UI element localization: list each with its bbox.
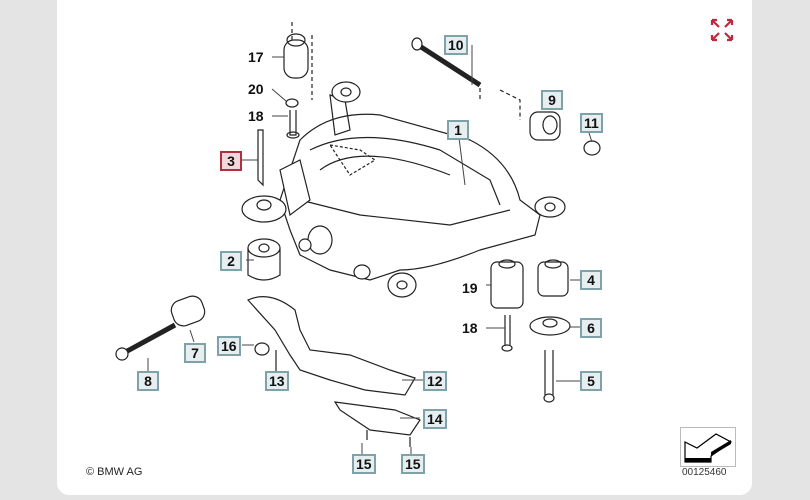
callout-20[interactable]: 20: [248, 81, 264, 97]
callout-16[interactable]: 16: [217, 336, 241, 356]
callout-17[interactable]: 17: [248, 49, 264, 65]
callout-14[interactable]: 14: [423, 409, 447, 429]
callout-7[interactable]: 7: [184, 343, 206, 363]
callout-3-highlighted[interactable]: 3: [220, 151, 242, 171]
lower-left-parts: [115, 295, 421, 447]
callout-5[interactable]: 5: [580, 371, 602, 391]
callout-4[interactable]: 4: [580, 270, 602, 290]
callout-9[interactable]: 9: [541, 90, 563, 110]
callout-18b[interactable]: 18: [462, 320, 478, 336]
callout-12[interactable]: 12: [423, 371, 447, 391]
callout-15b[interactable]: 15: [401, 454, 425, 474]
callout-18[interactable]: 18: [248, 108, 264, 124]
expand-icon[interactable]: [710, 18, 734, 42]
rear-subframe: [279, 81, 566, 298]
callout-19[interactable]: 19: [462, 280, 478, 296]
bolt-10: [416, 42, 482, 88]
callout-15a[interactable]: 15: [352, 454, 376, 474]
callout-10[interactable]: 10: [444, 35, 468, 55]
copyright-text: © BMW AG: [86, 466, 143, 478]
right-mounts: [490, 111, 601, 403]
callout-8[interactable]: 8: [137, 371, 159, 391]
diagram-reference-number: 00125460: [682, 467, 727, 478]
arrow-down-left-icon: [684, 433, 733, 463]
callout-2[interactable]: 2: [220, 251, 242, 271]
callout-6[interactable]: 6: [580, 318, 602, 338]
callout-1[interactable]: 1: [447, 120, 469, 140]
callout-13[interactable]: 13: [265, 371, 289, 391]
next-diagram-button[interactable]: [680, 427, 736, 467]
callout-11[interactable]: 11: [580, 113, 603, 133]
left-mount: [241, 20, 313, 281]
